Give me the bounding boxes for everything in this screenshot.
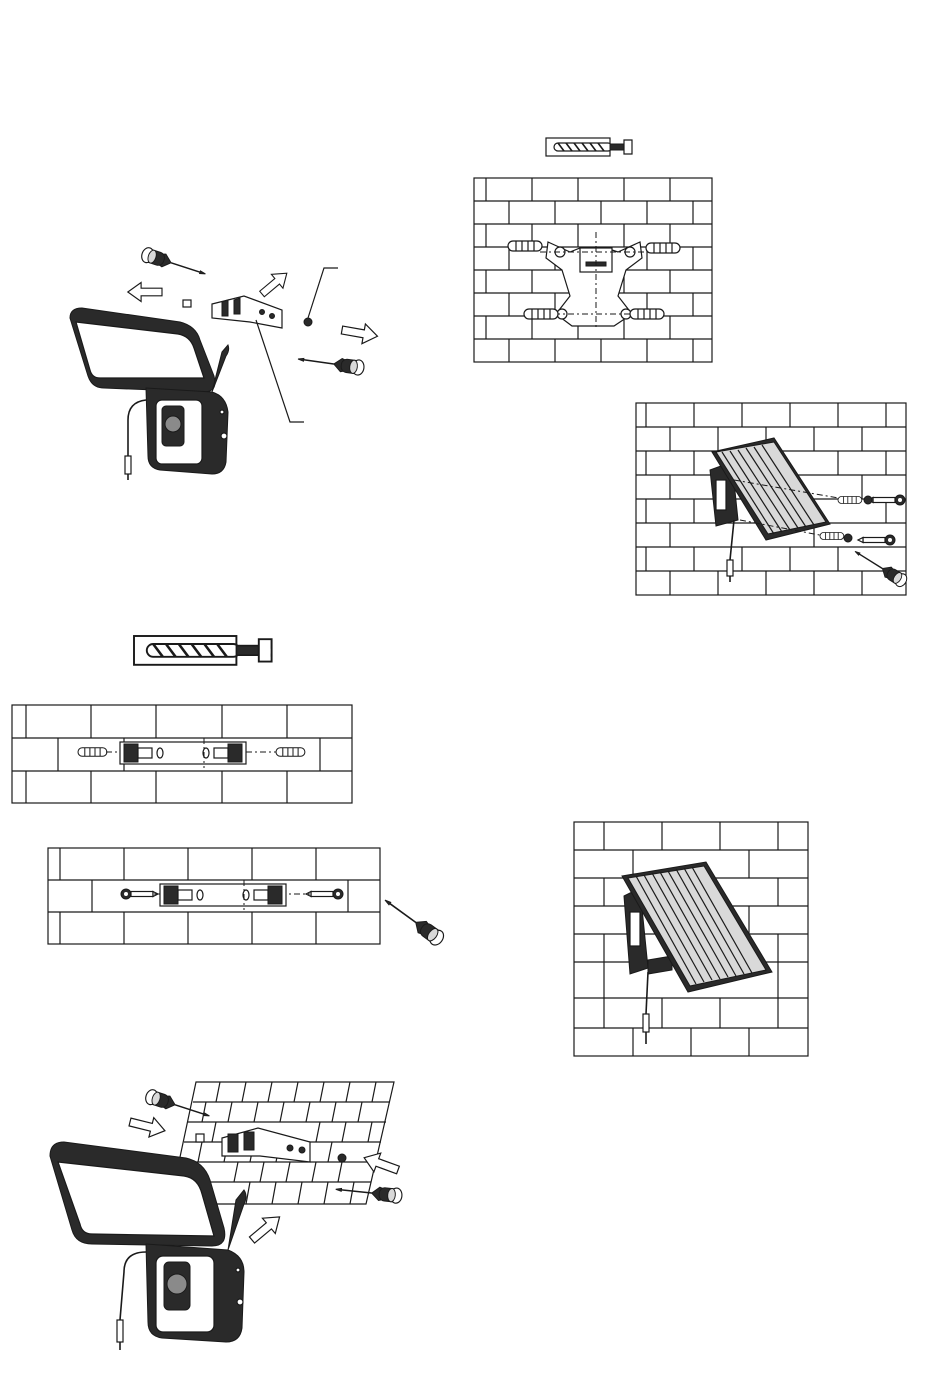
step-remove-bracket xyxy=(70,246,379,480)
solar-panel-screw-fixing xyxy=(636,403,909,595)
wall-plug-detail-left xyxy=(134,636,272,665)
light-attach-to-wall-bracket xyxy=(50,1082,403,1350)
wall-plug-detail-top xyxy=(546,138,632,156)
wall-drill-holes xyxy=(12,705,352,803)
solar-panel-mounted xyxy=(574,822,808,1056)
wall-screw-bracket xyxy=(48,848,446,948)
solar-bracket-wall-fixing xyxy=(474,178,712,362)
